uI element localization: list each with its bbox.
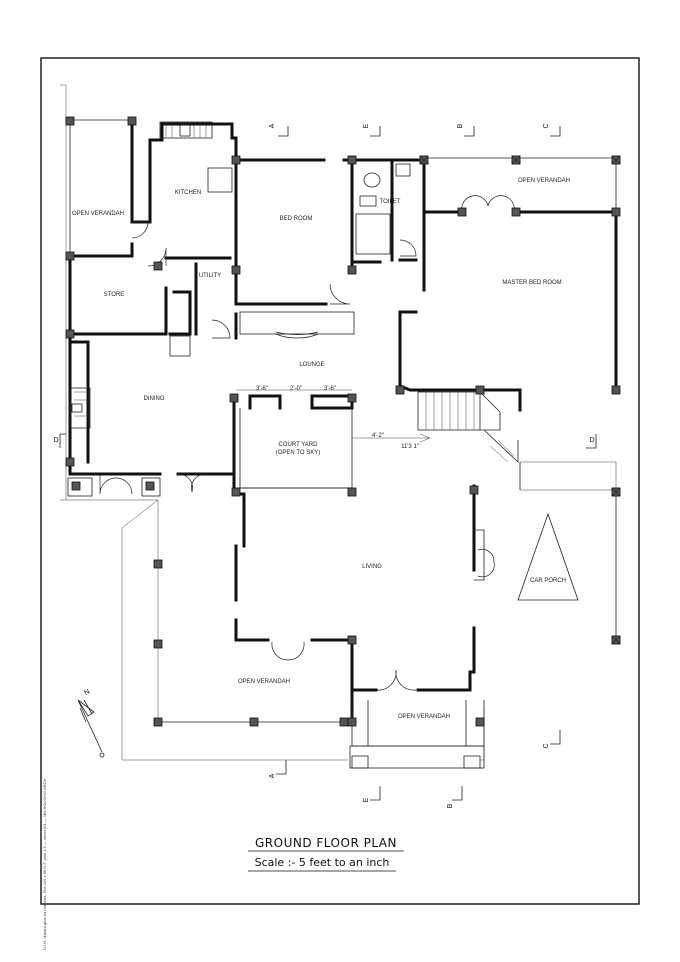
staircase [417,391,519,463]
plan-title: GROUND FLOOR PLAN [255,836,397,850]
label-open-verandah-sw: OPEN VERANDAH [238,679,290,685]
walls [68,119,618,769]
dimension-1: 3'-6" [256,386,268,392]
label-master-bed-room: MASTER BED ROOM [502,280,561,286]
scale-text: Scale :- 5 feet to an inch [255,856,390,869]
dimension-4: 4'-2" [372,433,384,439]
door-swings [99,195,515,691]
lounge-arch [275,331,319,335]
section-d-right: D [589,437,594,444]
label-utility: UTILITY [199,273,221,279]
section-e-top: E [363,123,370,128]
label-toilet: TOILET [380,199,401,205]
section-marker-labels: A E B C D D A E B C [53,123,594,808]
label-dining: DINING [144,396,165,402]
dimension-2: 2'-0" [290,386,302,392]
section-markers [59,126,597,801]
plot-boundary [60,84,617,761]
label-kitchen: KITCHEN [175,190,201,196]
section-b-bottom: B [447,803,454,808]
room-labels: OPEN VERANDAH KITCHEN BED ROOM TOILET OP… [72,178,570,720]
label-court-yard-sub: (OPEN TO SKY) [276,450,320,456]
label-bed-room: BED ROOM [280,216,313,222]
level-marker: 11'3 1" [401,444,419,450]
label-living: LIVING [362,564,382,570]
section-a-bottom: A [269,773,276,778]
car-porch-marker [517,512,579,601]
title-block: GROUND FLOOR PLAN Scale :- 5 feet to an … [248,836,404,872]
north-label: N [83,688,91,697]
dimension-lines [236,389,431,443]
north-arrow-icon: N [77,688,105,758]
label-open-verandah-s: OPEN VERANDAH [398,714,450,720]
label-store: STORE [104,292,125,298]
label-car-porch: CAR PORCH [530,578,566,584]
label-open-verandah-nw: OPEN VERANDAH [72,211,124,217]
section-e-bottom: E [363,797,370,802]
section-c-top: C [543,123,550,128]
columns [65,116,621,769]
side-note: D.I.R. dubara ghar ka nakshaa. Plot 120 … [42,778,47,950]
label-court-yard: COURT YARD [279,442,319,448]
section-d-left: D [53,437,58,444]
dimension-3: 3'-6" [324,386,336,392]
section-a-top: A [269,123,276,128]
section-b-top: B [457,123,464,128]
label-lounge: LOUNGE [299,362,324,368]
section-c-bottom: C [543,743,550,748]
sheet-border [40,57,640,905]
label-open-verandah-ne: OPEN VERANDAH [518,178,570,184]
